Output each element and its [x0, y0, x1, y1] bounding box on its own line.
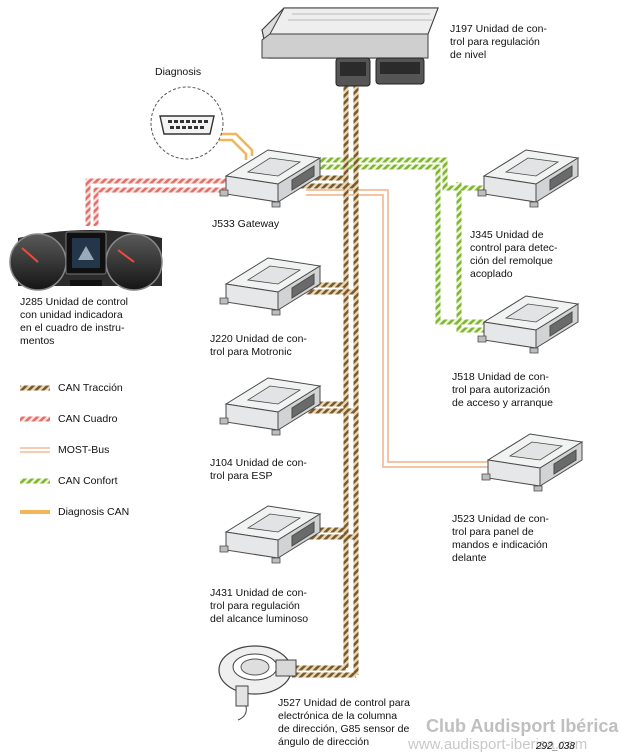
j285-label: J285 Unidad de control con unidad indica…	[20, 296, 128, 347]
diagnosis-label: Diagnosis	[155, 66, 202, 78]
j197-level-control-unit	[261, 7, 439, 87]
j533-label: J533 Gateway	[212, 218, 280, 230]
legend-swatches	[20, 385, 50, 514]
j527-label: J527 Unidad de control para electrónica …	[278, 697, 410, 748]
j431-headlight-range-module	[219, 505, 322, 564]
j523-label: J523 Unidad de con- trol para panel de m…	[452, 513, 549, 564]
j527-steering-column-unit	[218, 645, 297, 721]
j518-access-start-module	[477, 295, 580, 354]
j220-label: J220 Unidad de con- trol para Motronic	[210, 333, 307, 358]
diagnosis-connector	[150, 86, 224, 160]
j523-front-panel-module	[481, 433, 584, 492]
j345-trailer-detection-module	[477, 149, 580, 208]
j345-label: J345 Unidad de control para detec- ción …	[470, 229, 558, 280]
j285-instrument-cluster	[9, 230, 163, 291]
j533-gateway-module	[219, 149, 322, 208]
watermark-url: www.audisport-iberica.com	[408, 736, 588, 753]
legend-label-diagnosis-can: Diagnosis CAN	[58, 506, 130, 518]
j220-motronic-module	[219, 257, 322, 316]
legend-swatch-most-bus	[20, 447, 50, 453]
j197-label: J197 Unidad de con- trol para regulación…	[450, 23, 547, 61]
legend-label-most-bus: MOST-Bus	[58, 444, 110, 456]
legend-label-can-traccion: CAN Tracción	[58, 382, 123, 394]
can-confort-lines	[296, 157, 490, 333]
watermark-name: Club Audisport Ibérica	[426, 716, 619, 736]
diagnosis-can-lines	[212, 132, 254, 160]
j431-label: J431 Unidad de con- trol para regulación…	[210, 587, 309, 625]
j518-label: J518 Unidad de con- trol para autorizaci…	[452, 371, 553, 409]
j104-esp-module	[219, 377, 322, 436]
can-traccion-lines	[292, 84, 359, 678]
legend-label-can-confort: CAN Confort	[58, 475, 118, 487]
control-unit-modules	[219, 149, 584, 564]
j104-label: J104 Unidad de con- trol para ESP	[210, 457, 307, 482]
can-cuadro-lines	[85, 178, 226, 226]
legend-label-can-cuadro: CAN Cuadro	[58, 413, 118, 425]
figure-number: 292_038	[536, 741, 575, 752]
